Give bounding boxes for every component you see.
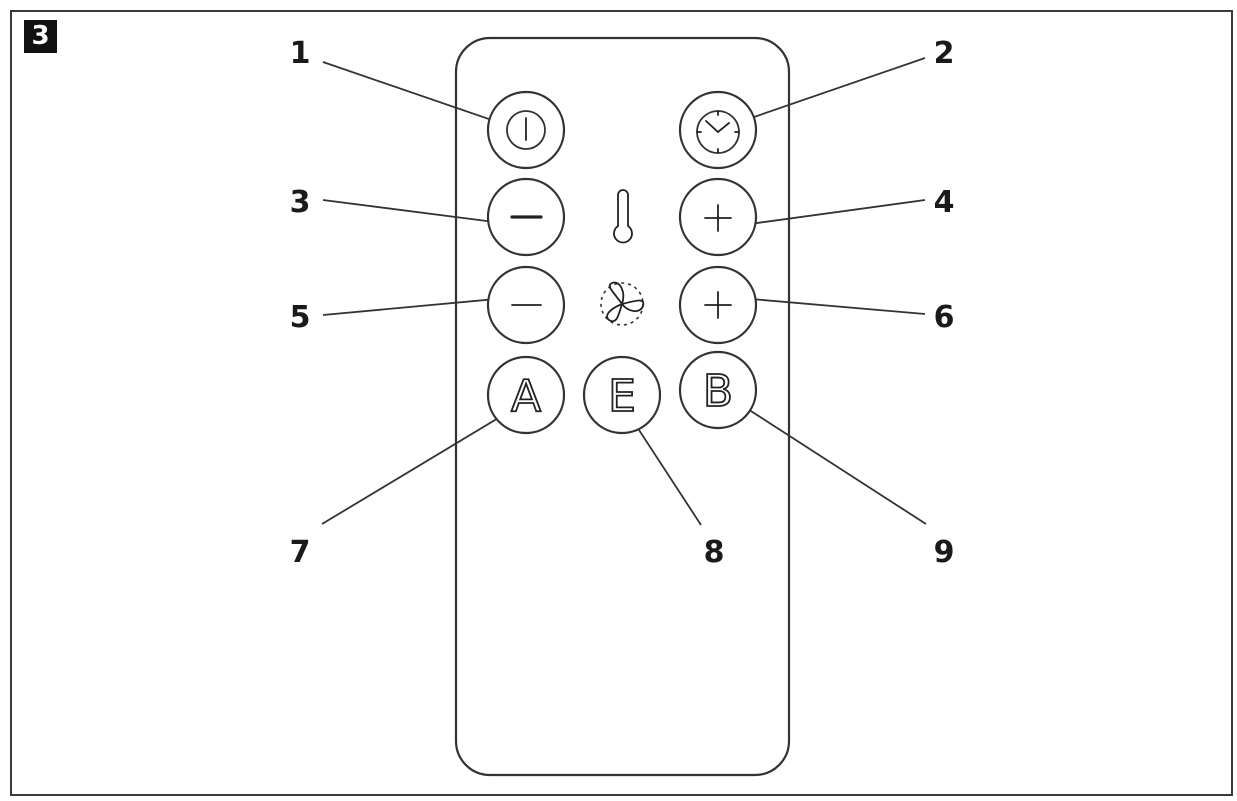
fan-icon [600, 281, 645, 326]
leader-line-6 [727, 296, 926, 315]
mode-a-button[interactable]: A [486, 355, 566, 435]
mode-e-label: E [608, 371, 636, 422]
leader-line-1 [322, 61, 516, 129]
plus-icon [704, 291, 732, 319]
fan-plus-button[interactable] [678, 265, 758, 345]
leader-line-2 [724, 57, 926, 128]
leader-line-9 [725, 394, 927, 525]
leader-line-7 [321, 407, 516, 525]
power-button[interactable] [486, 90, 566, 170]
mode-b-label: B [703, 366, 733, 417]
plus-icon [704, 204, 732, 232]
callout-3: 3 [290, 185, 311, 220]
figure-number-badge: 3 [24, 20, 57, 53]
callout-9: 9 [934, 535, 955, 570]
thermometer-icon [613, 189, 633, 244]
callout-4: 4 [934, 185, 955, 220]
temperature-minus-button[interactable] [486, 177, 566, 257]
callout-1: 1 [290, 36, 311, 71]
callout-6: 6 [934, 300, 955, 335]
timer-button[interactable] [678, 90, 758, 170]
callout-5: 5 [290, 300, 311, 335]
mode-a-label: A [511, 371, 541, 422]
leader-line-4 [727, 199, 926, 228]
leader-line-3 [322, 199, 519, 226]
mode-e-button[interactable]: E [582, 355, 662, 435]
fan-minus-button[interactable] [486, 265, 566, 345]
power-icon [506, 110, 546, 150]
timer-icon [696, 110, 740, 154]
leader-line-5 [322, 296, 519, 316]
callout-2: 2 [934, 36, 955, 71]
mode-b-button[interactable]: B [678, 350, 758, 430]
callout-8: 8 [704, 535, 725, 570]
figure-frame [10, 10, 1233, 796]
temperature-plus-button[interactable] [678, 177, 758, 257]
callout-7: 7 [290, 535, 311, 570]
